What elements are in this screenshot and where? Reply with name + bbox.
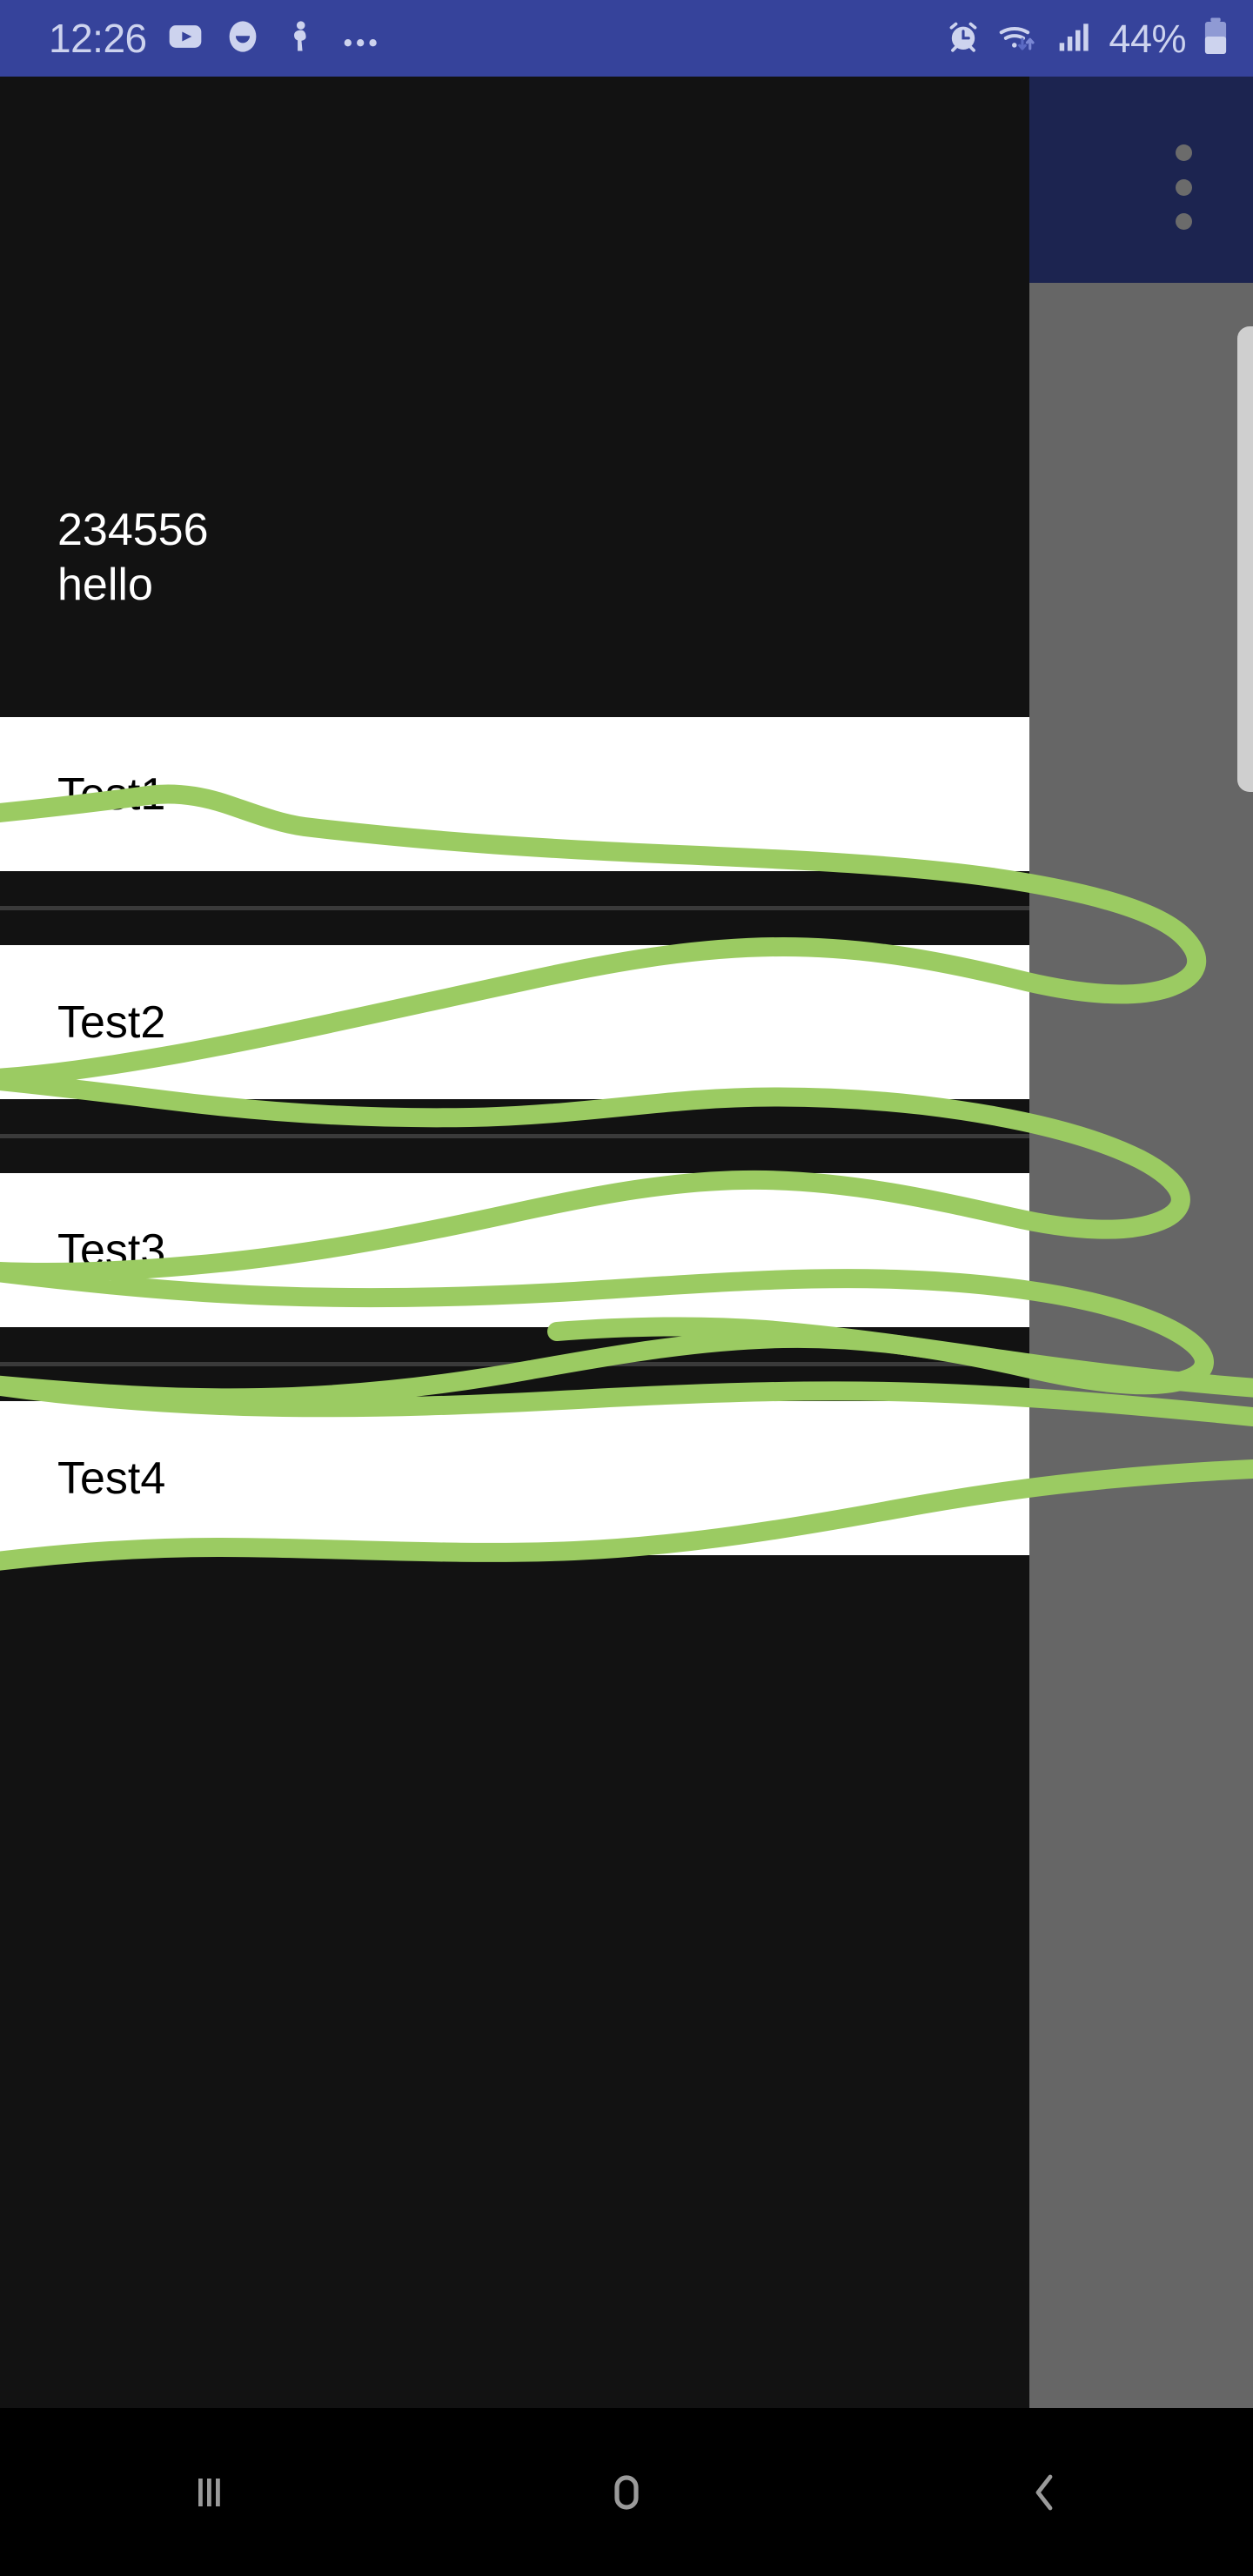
back-chevron-icon bbox=[1035, 2474, 1053, 2510]
right-backdrop bbox=[1029, 283, 1253, 2408]
page-scrollbar-track[interactable] bbox=[1236, 283, 1253, 2408]
list-item[interactable]: Test2 bbox=[0, 945, 1029, 1099]
status-bar-clock: 12:26 bbox=[49, 16, 147, 61]
status-bar-left-group: 12:26 bbox=[49, 17, 385, 60]
right-navy-strip bbox=[1029, 77, 1253, 283]
cellular-signal-icon bbox=[1057, 17, 1094, 60]
recents-icon bbox=[198, 2478, 220, 2506]
status-bar-right-group: 44% bbox=[944, 17, 1230, 61]
system-navigation-bar bbox=[0, 2408, 1253, 2576]
list-item[interactable]: Test4 bbox=[0, 1401, 1029, 1555]
list-item-label: Test3 bbox=[57, 1224, 166, 1276]
smiley-face-icon bbox=[224, 17, 262, 60]
header-line-greeting: hello bbox=[57, 560, 153, 611]
more-notifications-icon bbox=[338, 17, 385, 60]
list-item[interactable]: Test1 bbox=[0, 717, 1029, 871]
header-text-block: 234556 hello bbox=[57, 503, 209, 614]
list-item-label: Test1 bbox=[57, 768, 166, 820]
list-item-label: Test2 bbox=[57, 996, 166, 1048]
page-scrollbar-thumb[interactable] bbox=[1237, 326, 1253, 792]
overflow-menu-button[interactable] bbox=[1157, 139, 1209, 235]
overflow-menu-dot bbox=[1175, 178, 1192, 196]
alarm-clock-icon bbox=[944, 17, 982, 60]
list-divider bbox=[0, 1099, 1029, 1173]
header-line-number: 234556 bbox=[57, 505, 209, 555]
home-button[interactable] bbox=[544, 2436, 709, 2549]
app-content-column: 234556 hello Test1 Test2 Test3 Test4 bbox=[0, 77, 1029, 2408]
list-divider bbox=[0, 1327, 1029, 1401]
list-divider bbox=[0, 871, 1029, 945]
recents-button[interactable] bbox=[126, 2436, 291, 2549]
pregnancy-app-icon bbox=[281, 17, 319, 60]
status-bar: 12:26 bbox=[0, 0, 1253, 77]
overflow-menu-dot bbox=[1175, 144, 1192, 161]
back-button[interactable] bbox=[962, 2436, 1127, 2549]
overflow-menu-dot bbox=[1175, 213, 1192, 230]
home-icon bbox=[614, 2474, 639, 2510]
list-item[interactable]: Test3 bbox=[0, 1173, 1029, 1327]
wifi-transfer-icon bbox=[997, 17, 1042, 60]
list-item-label: Test4 bbox=[57, 1452, 166, 1504]
battery-percent-label: 44% bbox=[1109, 16, 1186, 61]
battery-icon bbox=[1201, 17, 1230, 61]
item-list: Test1 Test2 Test3 Test4 bbox=[0, 717, 1029, 1555]
youtube-icon bbox=[166, 17, 204, 60]
